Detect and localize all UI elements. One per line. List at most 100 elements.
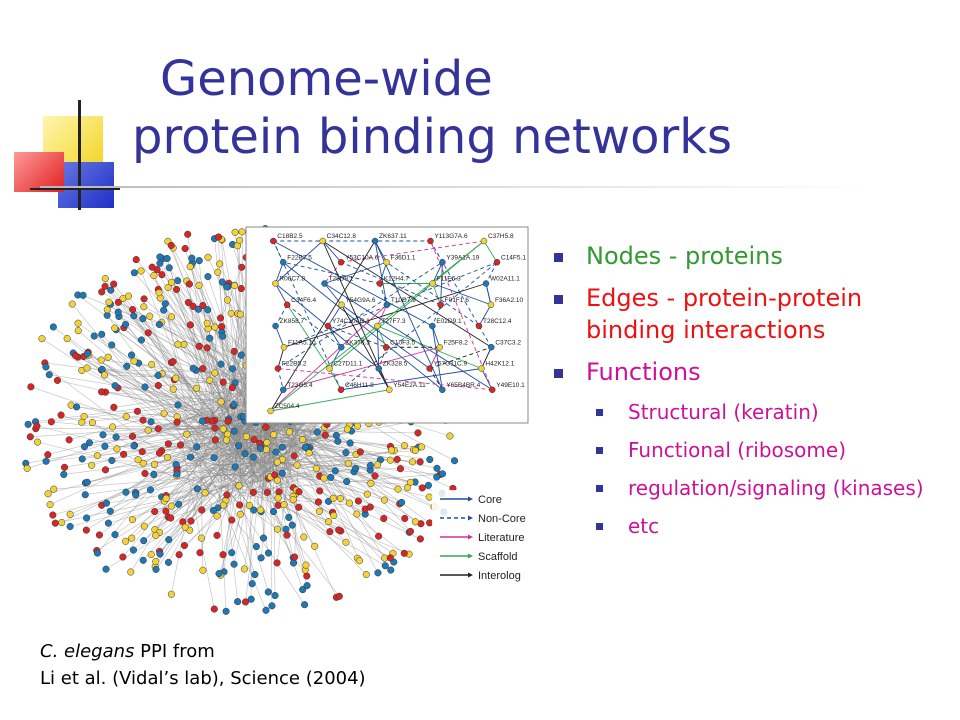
protein-node (165, 264, 173, 272)
protein-node (426, 519, 434, 527)
protein-node (324, 518, 333, 526)
protein-node (249, 488, 257, 497)
network-edge (86, 451, 243, 519)
inset-edge (329, 368, 342, 390)
network-edge (218, 477, 227, 612)
inset-edge (282, 261, 443, 391)
legend-arrow-icon (468, 515, 473, 521)
title-underline (40, 186, 870, 188)
protein-node (305, 449, 313, 457)
protein-node (33, 422, 41, 430)
protein-node (167, 590, 175, 598)
network-edge (233, 399, 268, 565)
protein-node (139, 556, 147, 564)
inset-edge (340, 368, 482, 391)
inset-protein-label: Y65B4BR.4 (446, 382, 480, 389)
inset-edge (430, 240, 493, 390)
inset-edge (277, 368, 493, 391)
protein-node (367, 479, 375, 487)
protein-node (290, 452, 298, 460)
inset-edge (283, 346, 440, 391)
inset-edge (432, 283, 442, 305)
network-edge (273, 449, 291, 512)
protein-node (400, 442, 409, 450)
protein-node (433, 464, 441, 472)
protein-node (206, 334, 214, 342)
protein-node (172, 374, 180, 382)
network-edge (106, 480, 262, 504)
protein-node (446, 432, 454, 440)
inset-edge (386, 261, 480, 327)
network-edge (217, 441, 405, 519)
protein-node (199, 301, 207, 310)
protein-node (211, 424, 219, 432)
legend-arrow-icon (468, 553, 473, 559)
protein-node (137, 336, 145, 344)
inset-node (337, 259, 345, 266)
inset-protein-label: ZK328.5 (383, 361, 408, 368)
protein-node (98, 388, 106, 396)
inset-node (382, 344, 390, 351)
protein-node (57, 411, 65, 419)
protein-node (268, 602, 276, 610)
protein-node (398, 498, 406, 507)
protein-node (222, 607, 230, 615)
protein-node (252, 543, 260, 551)
protein-node (236, 501, 244, 509)
inset-node (321, 280, 328, 287)
protein-node (250, 436, 258, 444)
decor-blue-square (58, 162, 114, 208)
protein-node (303, 572, 311, 580)
network-edge (30, 386, 226, 454)
protein-node (206, 376, 214, 384)
protein-node (156, 550, 164, 558)
inset-edge (275, 325, 285, 348)
protein-node (184, 298, 192, 307)
protein-node (217, 398, 225, 406)
protein-node (231, 463, 239, 471)
inset-edge (283, 261, 380, 284)
protein-node (167, 502, 175, 510)
protein-node (132, 256, 140, 264)
protein-node (330, 511, 338, 520)
protein-node (42, 363, 50, 371)
protein-node (122, 412, 130, 421)
protein-node (148, 360, 156, 368)
protein-node (218, 323, 226, 331)
network-edge (262, 492, 264, 539)
protein-node (235, 482, 243, 490)
inset-protein-label: C37C3.2 (495, 339, 521, 346)
protein-node (217, 360, 225, 368)
protein-node (180, 340, 188, 349)
protein-node (203, 344, 211, 352)
protein-node (222, 436, 230, 444)
inset-node (326, 365, 333, 372)
protein-node (104, 519, 112, 527)
bullet-item: Nodes - proteins (548, 240, 948, 272)
protein-node (197, 534, 205, 542)
inset-edge (286, 304, 330, 369)
network-edge (264, 412, 435, 508)
protein-node (403, 484, 411, 492)
protein-node (213, 512, 221, 520)
inset-node (280, 386, 287, 393)
inset-edge (270, 304, 388, 412)
protein-node (104, 353, 112, 361)
inset-edge (341, 304, 390, 390)
inset-edge (286, 304, 342, 348)
inset-edge (341, 240, 485, 263)
protein-node (158, 271, 166, 279)
protein-node (155, 449, 164, 457)
protein-node (219, 378, 227, 386)
inset-node (324, 322, 332, 330)
protein-node (214, 268, 222, 276)
protein-node (167, 514, 175, 522)
protein-node (164, 558, 173, 566)
protein-node (273, 458, 281, 466)
protein-node (230, 560, 238, 568)
protein-node (49, 323, 57, 331)
inset-edge (376, 325, 380, 369)
protein-node (235, 442, 243, 450)
network-edge (126, 366, 203, 414)
